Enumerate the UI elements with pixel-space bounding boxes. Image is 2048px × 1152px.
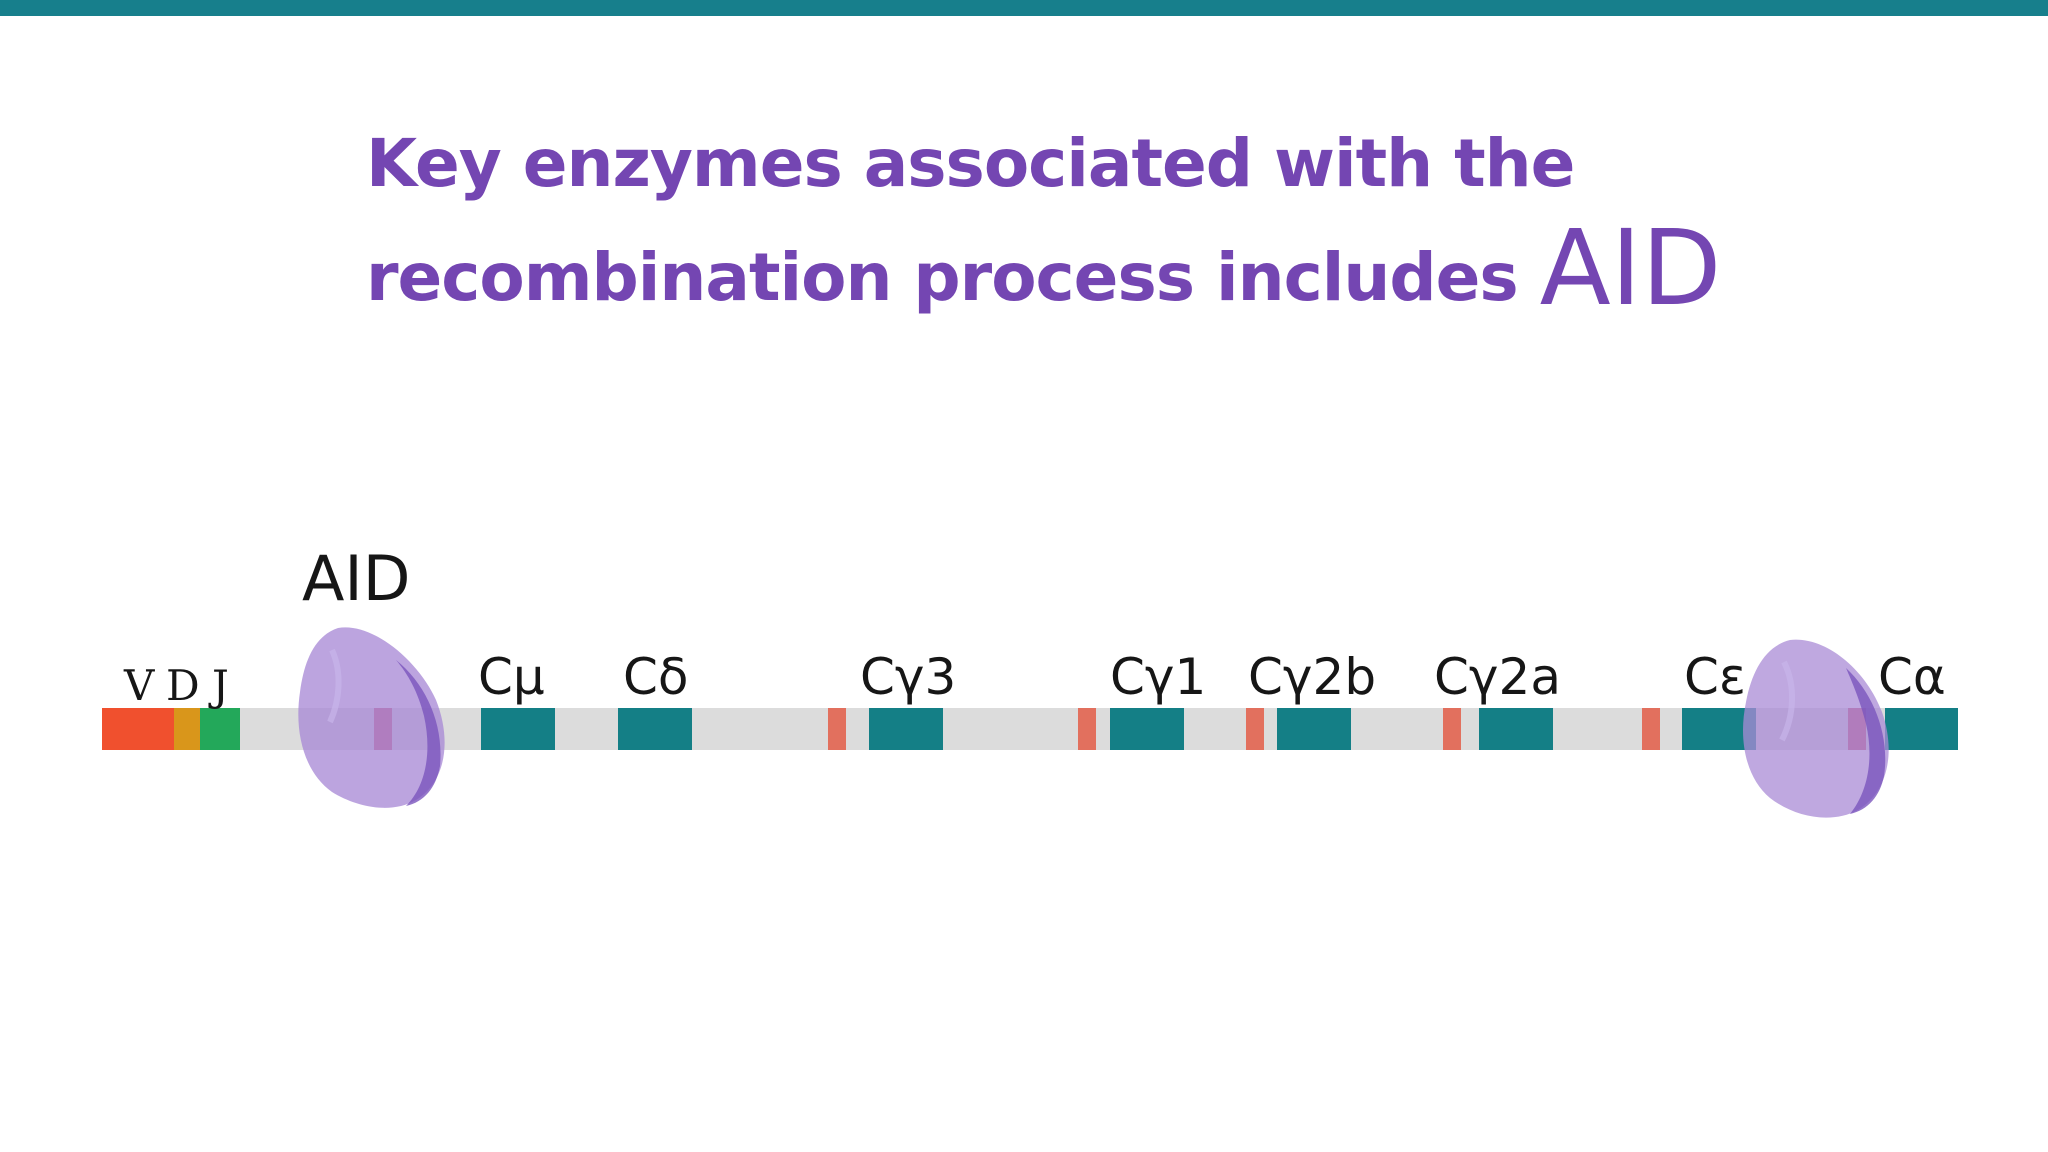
constant-gene-gamma1: [1110, 708, 1184, 750]
j-segment: [200, 708, 240, 750]
constant-gene-gamma3: [869, 708, 943, 750]
aid-enzyme-left: [298, 627, 445, 808]
v-segment: [102, 708, 174, 750]
gene-label-gamma1: Cγ1: [1110, 648, 1206, 706]
switch-region-g2b: [1246, 708, 1264, 750]
top-banner: [0, 0, 2048, 16]
aid-enzyme-right: [1743, 639, 1889, 818]
constant-gene-delta: [618, 708, 692, 750]
constant-gene-gamma2b: [1277, 708, 1351, 750]
gene-label-delta: Cδ: [623, 648, 689, 706]
title-aid-emphasis: AID: [1539, 207, 1722, 329]
v-label: V: [123, 661, 155, 710]
d-segment: [174, 708, 200, 750]
gene-label-epsilon: Cε: [1684, 648, 1746, 706]
title-line-1: Key enzymes associated with the: [366, 125, 1575, 202]
d-label: D: [166, 661, 200, 710]
gene-label-alpha: Cα: [1878, 648, 1946, 706]
gene-label-gamma2b: Cγ2b: [1248, 648, 1376, 706]
switch-region-g3: [828, 708, 846, 750]
switch-region-g2a: [1443, 708, 1461, 750]
title-line-2-text: recombination process includes: [366, 239, 1519, 316]
switch-region-e: [1642, 708, 1660, 750]
constant-gene-alpha: [1885, 708, 1958, 750]
gene-label-gamma2a: Cγ2a: [1434, 648, 1561, 706]
gene-label-mu: Cμ: [478, 648, 545, 706]
constant-gene-gamma2a: [1479, 708, 1553, 750]
title-line-2: recombination process includes AID: [366, 216, 1766, 330]
constant-gene-mu: [481, 708, 555, 750]
gene-label-gamma3: Cγ3: [860, 648, 956, 706]
slide-title: Key enzymes associated with the recombin…: [366, 112, 1766, 330]
aid-label: AID: [302, 542, 410, 615]
j-label: J: [208, 661, 229, 710]
switch-region-g1: [1078, 708, 1096, 750]
